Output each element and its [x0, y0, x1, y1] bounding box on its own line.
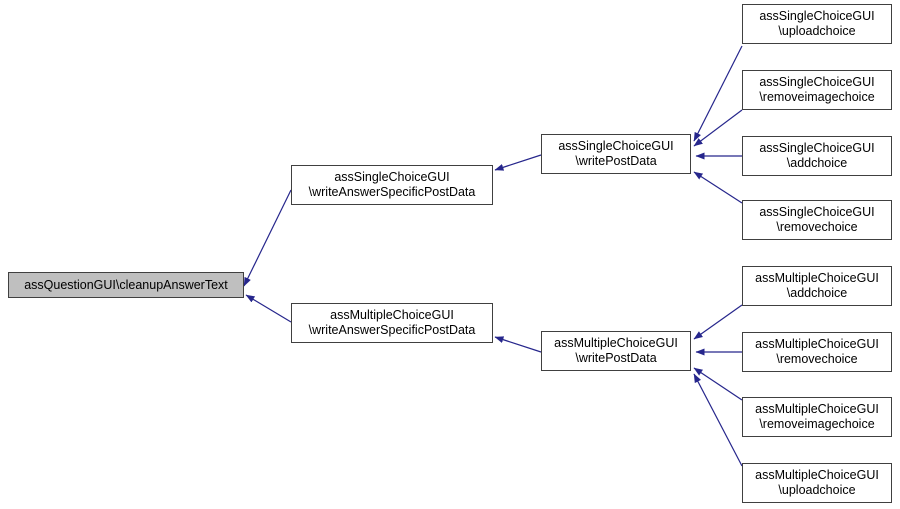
graph-node-label-line1: assMultipleChoiceGUI	[755, 337, 879, 351]
graph-node-single-addchoice[interactable]: assSingleChoiceGUI\addchoice	[742, 136, 892, 176]
graph-node-label-line2: \removechoice	[776, 352, 858, 366]
graph-node-single-removechoice[interactable]: assSingleChoiceGUI\removechoice	[742, 200, 892, 240]
graph-node-label-line1: assSingleChoiceGUI	[334, 170, 450, 184]
graph-node-label-line2: \addchoice	[786, 156, 848, 170]
graph-node-label-line1: assSingleChoiceGUI	[759, 205, 875, 219]
graph-node-label-line2: \removeimagechoice	[759, 90, 875, 104]
graph-node-label-line1: assSingleChoiceGUI	[759, 141, 875, 155]
graph-edge-multiple-specific-to-cleanup	[245, 294, 292, 323]
graph-node-label-line2: \uploadchoice	[778, 483, 856, 497]
graph-node-single-writepost[interactable]: assSingleChoiceGUI\writePostData	[541, 134, 691, 174]
graph-edge-single-removeimagechoice-to-single-writepost	[693, 109, 743, 147]
graph-edge-multiple-removeimagechoice-to-multiple-writepost	[693, 367, 743, 401]
graph-node-multiple-writepost[interactable]: assMultipleChoiceGUI\writePostData	[541, 331, 691, 371]
graph-node-multiple-addchoice[interactable]: assMultipleChoiceGUI\addchoice	[742, 266, 892, 306]
graph-node-single-removeimagechoice[interactable]: assSingleChoiceGUI\removeimagechoice	[742, 70, 892, 110]
graph-node-label-line2: \writeAnswerSpecificPostData	[308, 323, 476, 337]
graph-edge-multiple-addchoice-to-multiple-writepost	[693, 304, 743, 340]
graph-edge-multiple-writepost-to-multiple-specific	[494, 336, 542, 353]
graph-node-cleanup[interactable]: assQuestionGUI\cleanupAnswerText	[8, 272, 244, 298]
graph-node-label-line2: \writePostData	[575, 351, 657, 365]
graph-node-multiple-removeimagechoice[interactable]: assMultipleChoiceGUI\removeimagechoice	[742, 397, 892, 437]
graph-node-label-line2: \removeimagechoice	[759, 417, 875, 431]
graph-node-label-line1: assMultipleChoiceGUI	[755, 468, 879, 482]
graph-node-label-line2: \writePostData	[575, 154, 657, 168]
graph-node-multiple-removechoice[interactable]: assMultipleChoiceGUI\removechoice	[742, 332, 892, 372]
graph-node-label-line1: assMultipleChoiceGUI	[755, 402, 879, 416]
graph-node-label-line1: assSingleChoiceGUI	[759, 75, 875, 89]
graph-node-label-line1: assSingleChoiceGUI	[759, 9, 875, 23]
graph-node-multiple-specific[interactable]: assMultipleChoiceGUI\writeAnswerSpecific…	[291, 303, 493, 343]
graph-node-multiple-uploadchoice[interactable]: assMultipleChoiceGUI\uploadchoice	[742, 463, 892, 503]
graph-node-label-line1: assMultipleChoiceGUI	[755, 271, 879, 285]
graph-node-label-line1: assSingleChoiceGUI	[558, 139, 674, 153]
graph-node-label-line1: assQuestionGUI\cleanupAnswerText	[24, 277, 228, 292]
graph-node-single-uploadchoice[interactable]: assSingleChoiceGUI\uploadchoice	[742, 4, 892, 44]
graph-edge-single-removechoice-to-single-writepost	[693, 171, 743, 204]
graph-edge-multiple-uploadchoice-to-multiple-writepost	[693, 373, 743, 467]
graph-node-label-line1: assMultipleChoiceGUI	[554, 336, 678, 350]
graph-node-single-specific[interactable]: assSingleChoiceGUI\writeAnswerSpecificPo…	[291, 165, 493, 205]
graph-edge-single-uploadchoice-to-single-writepost	[693, 45, 743, 142]
graph-edge-single-writepost-to-single-specific	[494, 154, 542, 171]
graph-node-label-line2: \writeAnswerSpecificPostData	[308, 185, 476, 199]
graph-node-label-line1: assMultipleChoiceGUI	[330, 308, 454, 322]
graph-node-label-line2: \removechoice	[776, 220, 858, 234]
graph-edge-single-specific-to-cleanup	[243, 189, 292, 287]
graph-node-label-line2: \uploadchoice	[778, 24, 856, 38]
graph-node-label-line2: \addchoice	[786, 286, 848, 300]
